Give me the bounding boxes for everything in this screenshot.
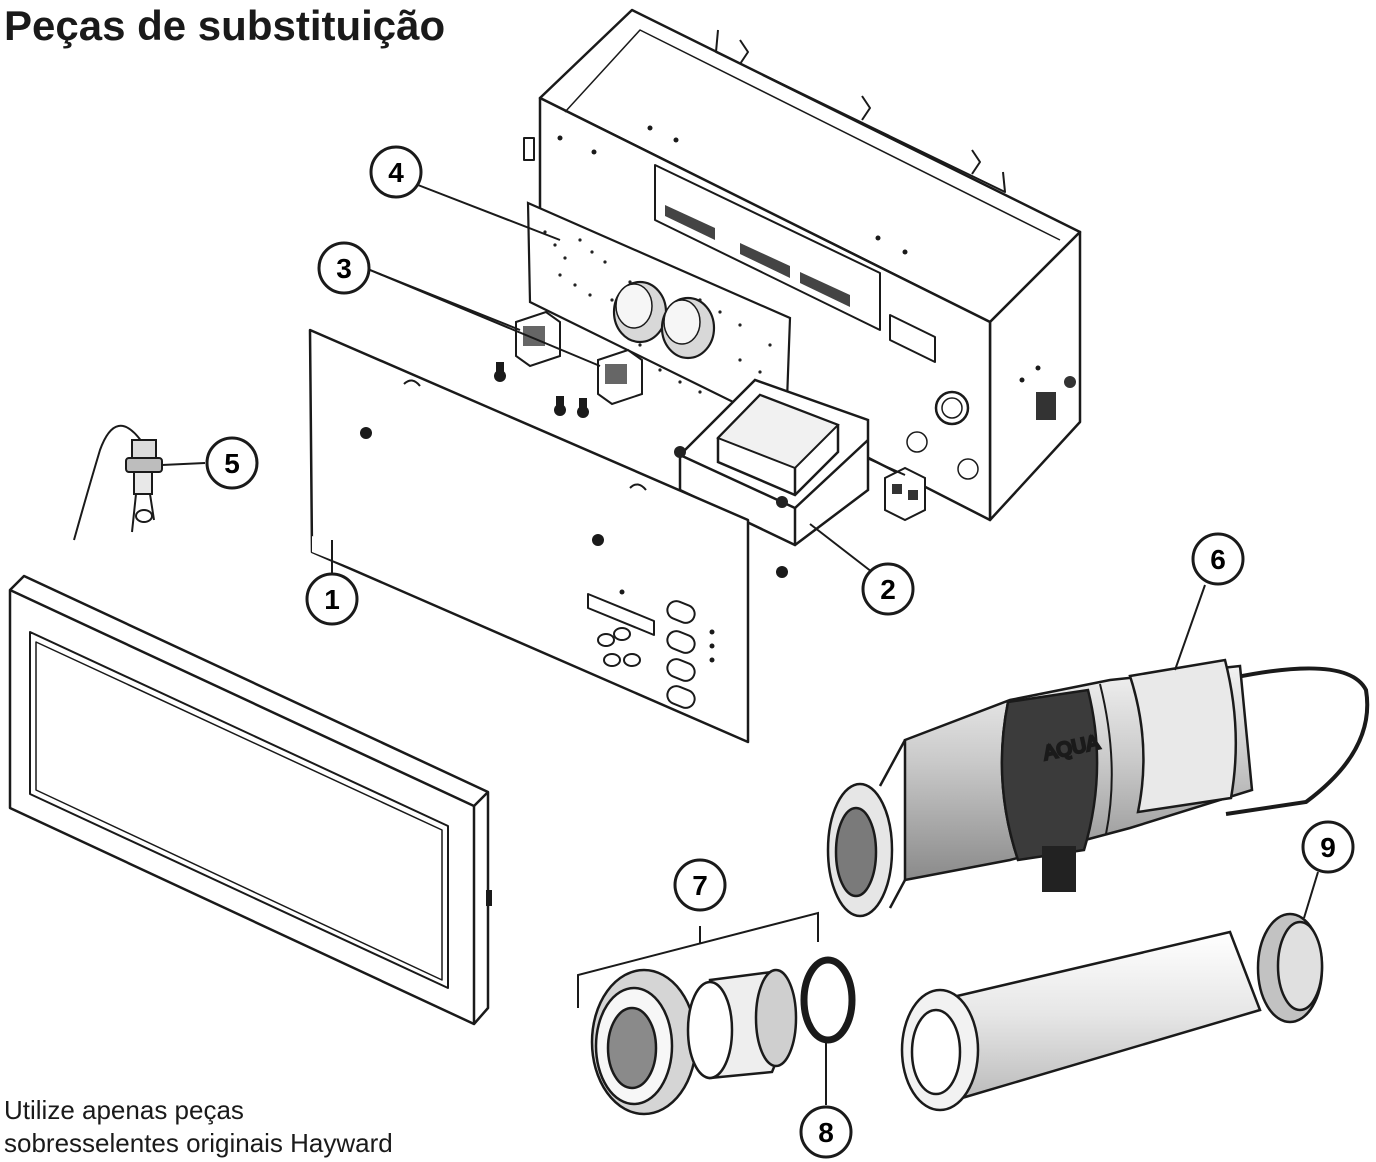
svg-text:8: 8 (818, 1117, 834, 1148)
callout-leader-lines (161, 184, 1319, 1105)
callout-7: 7 (673, 858, 727, 912)
salt-cell: AQUA (826, 658, 1370, 918)
callout-3: 3 (317, 241, 371, 295)
svg-text:6: 6 (1210, 544, 1226, 575)
svg-text:3: 3 (336, 253, 352, 284)
svg-text:9: 9 (1320, 832, 1336, 863)
flow-sensor (73, 424, 163, 541)
svg-text:4: 4 (388, 157, 404, 188)
callout-5: 5 (205, 436, 259, 490)
note-line-1: Utilize apenas peças (4, 1095, 244, 1125)
union-nut (590, 968, 698, 1116)
callout-4: 4 (369, 145, 423, 199)
callout-2: 2 (861, 562, 915, 616)
genuine-parts-note: Utilize apenas peças sobresselentes orig… (4, 1094, 393, 1160)
callout-9: 9 (1301, 820, 1355, 874)
mounting-screws (360, 362, 788, 578)
cell-electrode-tube (900, 912, 1324, 1112)
front-bezel-frame (8, 574, 492, 1026)
page-title: Peças de substituição (4, 2, 446, 49)
union-tailpiece (686, 968, 798, 1080)
control-housing-box (523, 8, 1082, 522)
power-circuit-board (526, 201, 792, 430)
front-control-panel (308, 328, 750, 744)
svg-text:5: 5 (224, 448, 240, 479)
callout-8: 8 (799, 1105, 853, 1159)
capacitor-pair (612, 280, 716, 360)
callout-6: 6 (1191, 532, 1245, 586)
svg-text:7: 7 (692, 870, 708, 901)
control-panel-buttons (597, 600, 696, 709)
note-line-2: sobresselentes originais Hayward (4, 1128, 393, 1158)
callout-1: 1 (305, 572, 359, 626)
transformer (674, 378, 870, 547)
svg-text:2: 2 (880, 574, 896, 605)
o-ring (800, 956, 856, 1044)
relay-components (515, 310, 643, 406)
union-fitting-set (577, 911, 819, 1116)
svg-text:1: 1 (324, 584, 340, 615)
